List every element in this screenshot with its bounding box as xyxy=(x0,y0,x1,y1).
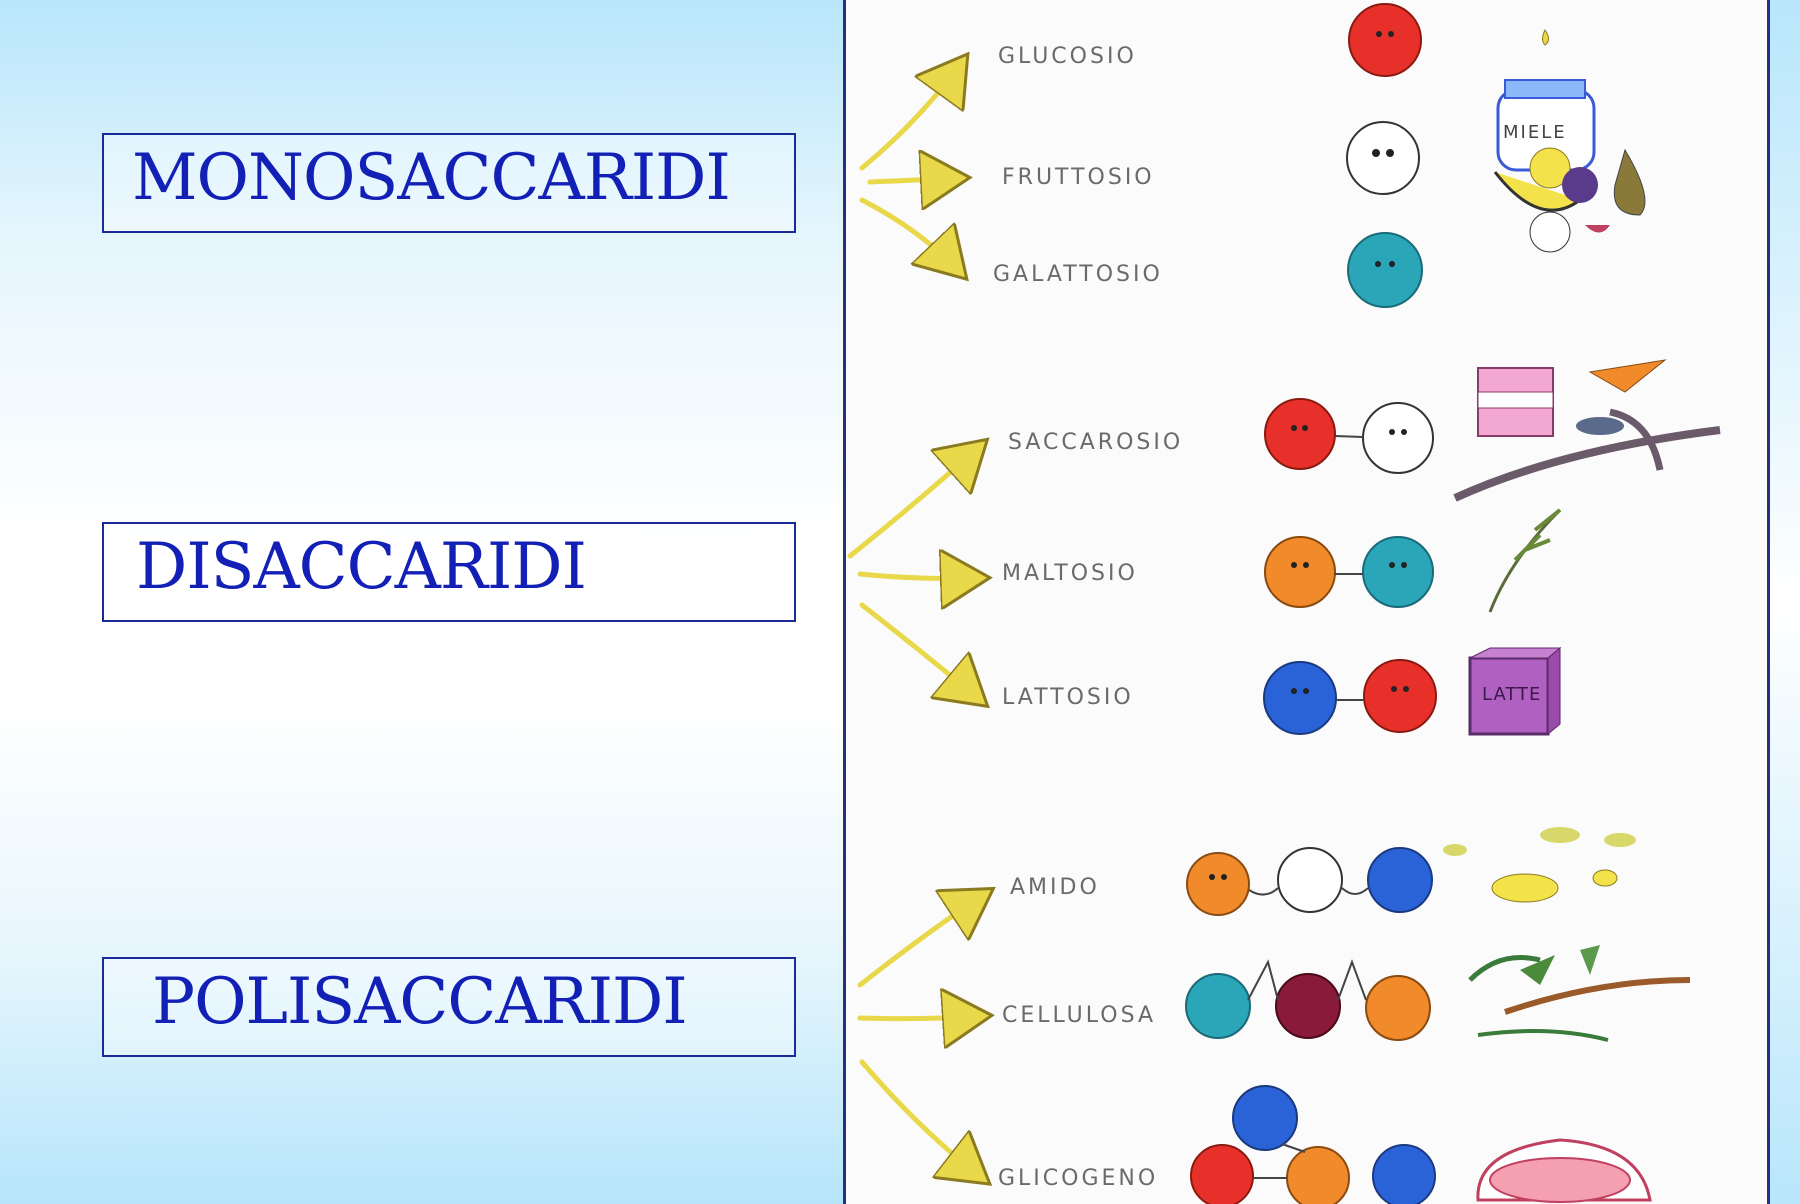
arrow-to-glucosio xyxy=(859,62,962,171)
molecule-glucosio xyxy=(1348,3,1422,77)
molecule-lattosio xyxy=(1263,659,1437,735)
left-panel: MONOSACCARIDI DISACCARIDI POLISACCARIDI xyxy=(0,0,845,1204)
label-galattosio: GALATTOSIO xyxy=(993,262,1163,287)
arrow-to-cellulosa xyxy=(857,1016,982,1019)
arrows-monosaccaridi xyxy=(859,62,962,272)
molecule-fruttosio xyxy=(1346,121,1420,195)
arrow-to-saccarosio xyxy=(847,446,980,559)
category-monosaccaridi-label: MONOSACCARIDI xyxy=(132,141,731,215)
milk-box-drawing xyxy=(1468,646,1562,736)
label-saccarosio: SACCAROSIO xyxy=(1008,430,1184,455)
molecule-maltosio xyxy=(1264,536,1434,608)
right-margin xyxy=(1770,0,1800,1204)
molecule-cellulosa xyxy=(1185,959,1431,1041)
drawing-panel-border-left xyxy=(843,0,846,1204)
arrow-to-amido xyxy=(857,894,985,988)
label-latte: LATTE xyxy=(1482,684,1542,705)
category-disaccaridi: DISACCARIDI xyxy=(102,522,796,622)
label-miele: MIELE xyxy=(1503,122,1567,143)
arrow-to-galattosio xyxy=(859,197,960,272)
drawing-panel-border-right xyxy=(1767,0,1770,1204)
molecule-saccarosio xyxy=(1264,398,1434,474)
arrow-to-maltosio xyxy=(857,574,980,579)
sugar-carrot-drawing xyxy=(1453,359,1721,502)
leaves-drawing xyxy=(1468,945,1691,1042)
molecule-amido xyxy=(1186,847,1433,916)
honey-fruit-drawing xyxy=(1493,29,1646,253)
wheat-drawing xyxy=(1488,508,1562,613)
label-amido: AMIDO xyxy=(1010,875,1100,900)
label-maltosio: MALTOSIO xyxy=(1002,561,1138,586)
meat-drawing xyxy=(1476,1138,1652,1203)
label-cellulosa: CELLULOSA xyxy=(1002,1003,1156,1028)
label-fruttosio: FRUTTOSIO xyxy=(1002,165,1155,190)
arrows-polisaccaridi xyxy=(857,894,985,1178)
molecule-galattosio xyxy=(1347,232,1423,308)
label-glicogeno: GLICOGENO xyxy=(998,1166,1159,1191)
molecule-glicogeno xyxy=(1190,1085,1436,1204)
label-glucosio: GLUCOSIO xyxy=(998,44,1137,69)
category-polisaccaridi-label: POLISACCARIDI xyxy=(152,965,688,1039)
arrow-to-glicogeno xyxy=(859,1059,982,1178)
category-monosaccaridi: MONOSACCARIDI xyxy=(102,133,796,233)
arrow-to-fruttosio xyxy=(867,178,960,182)
starch-grains-drawing xyxy=(1443,827,1636,903)
category-disaccaridi-label: DISACCARIDI xyxy=(136,530,587,604)
label-lattosio: LATTOSIO xyxy=(1002,685,1134,710)
arrow-to-lattosio xyxy=(859,602,980,700)
category-polisaccaridi: POLISACCARIDI xyxy=(102,957,796,1057)
arrows-disaccaridi xyxy=(847,446,980,700)
